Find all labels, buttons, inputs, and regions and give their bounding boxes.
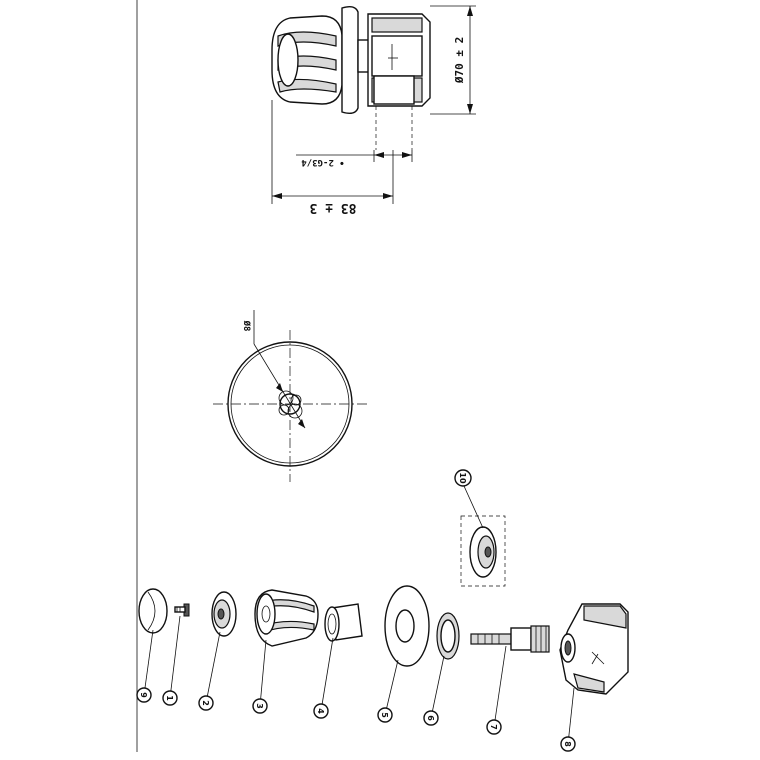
handle-side [271,15,343,105]
part-screw [174,603,190,617]
part-cartridge [470,625,550,653]
svg-text:1: 1 [165,695,174,701]
balloon-9: 9 [136,687,152,703]
part-handle [254,589,319,647]
svg-text:6: 6 [426,715,435,721]
detail-part-10 [460,485,506,587]
front-view: Ø8 [213,310,368,482]
svg-text:10: 10 [458,472,467,484]
side-view: Ø70 ± 2 • 2-G3/4 83 ± 3 [136,0,476,752]
balloon-5: 5 [377,707,393,723]
balloon-1: 1 [162,690,178,706]
part-valve-body [559,603,629,695]
balloon-3: 3 [252,698,268,714]
part-rosette [384,585,430,667]
balloon-10: 10 [454,469,472,487]
svg-text:7: 7 [489,724,498,730]
part-balloons: 9 1 2 3 4 5 6 7 [136,469,576,752]
length-dimension: 83 ± 3 [310,200,357,215]
svg-text:2: 2 [201,700,210,706]
part-insert [211,591,237,637]
svg-text:5: 5 [380,712,389,718]
part-nut [436,612,460,660]
balloon-2: 2 [198,695,214,711]
svg-text:9: 9 [139,692,148,698]
thread-dimension: • 2-G3/4 [301,157,345,167]
hole-dimension: Ø8 [241,320,252,332]
flange-side [341,5,359,115]
diameter-dimension: Ø70 ± 2 [453,37,466,84]
balloon-8: 8 [560,736,576,752]
part-cap [138,588,168,634]
balloon-4: 4 [313,703,329,719]
svg-text:4: 4 [316,708,325,714]
balloon-7: 7 [486,719,502,735]
exploded-view [138,585,629,745]
svg-text:3: 3 [255,703,264,709]
balloon-6: 6 [423,710,439,726]
part-sleeve [324,603,363,642]
svg-text:8: 8 [563,741,572,747]
